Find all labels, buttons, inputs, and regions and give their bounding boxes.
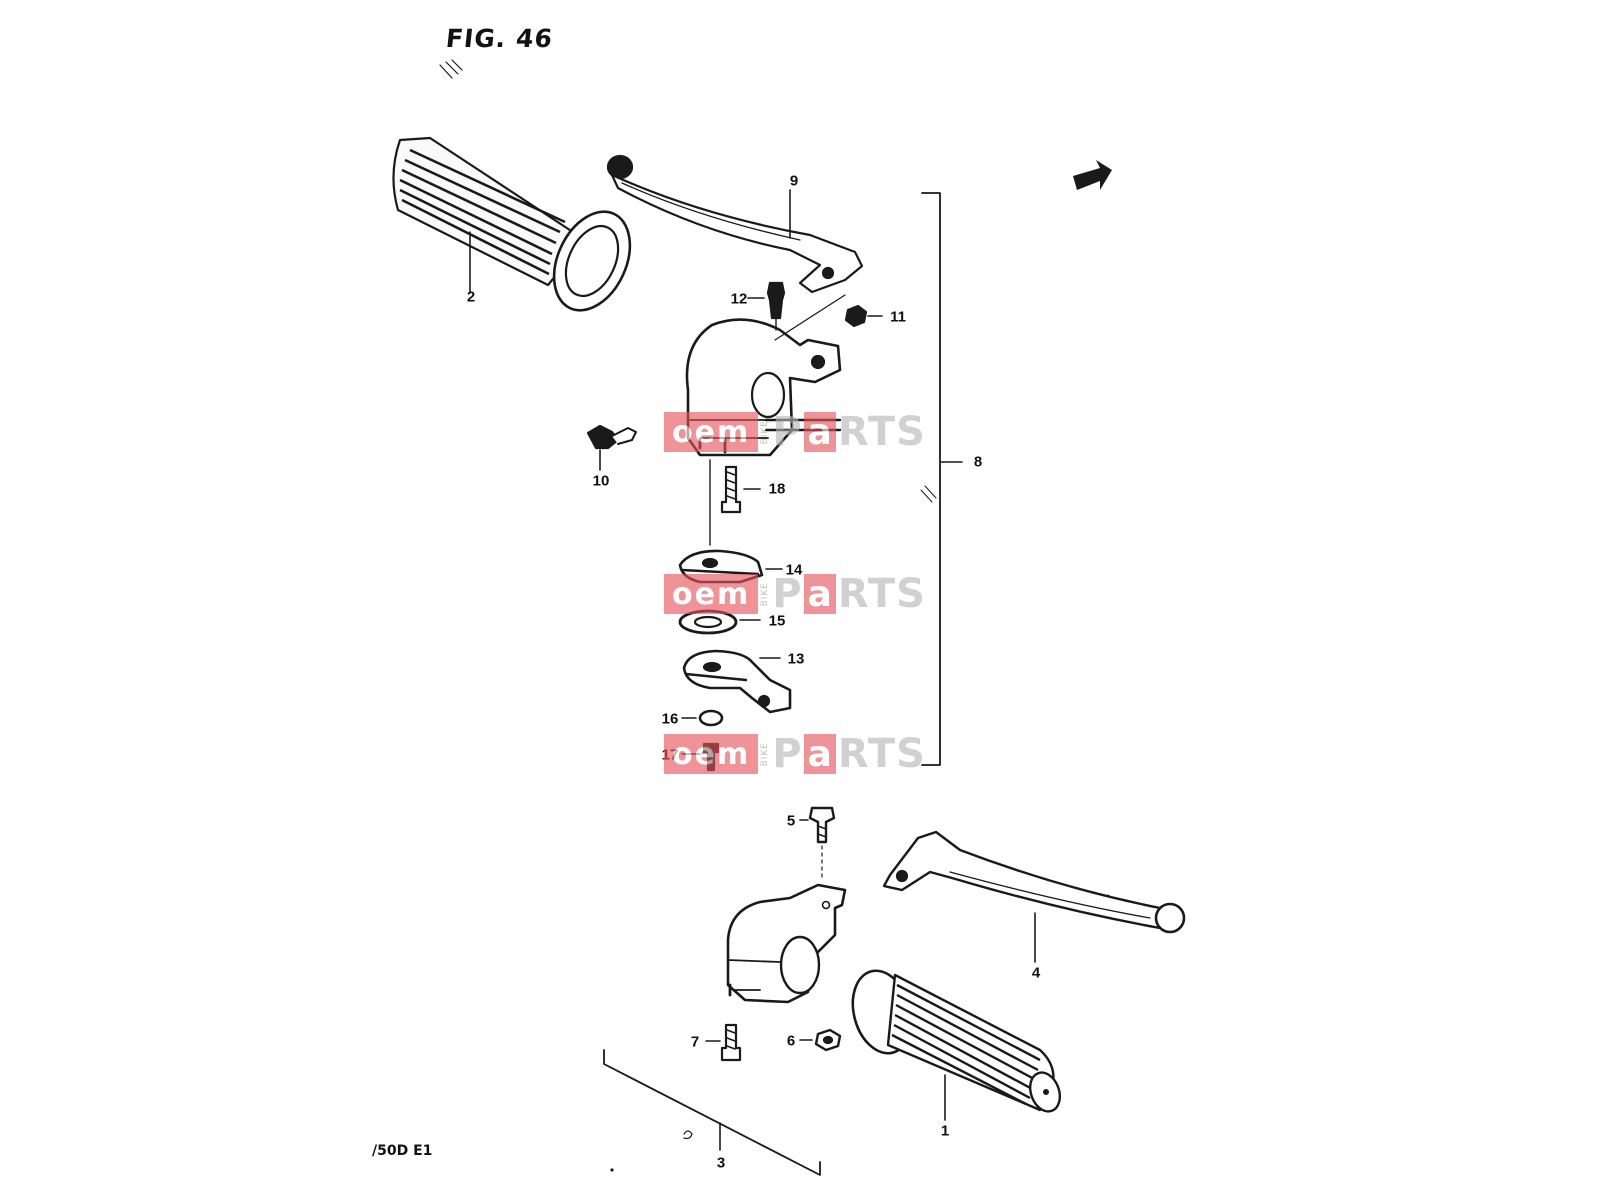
lever-pivot-bolt-left [747,281,786,331]
grip-right [851,969,1062,1121]
watermark-rts: RTS [837,731,926,777]
lever-pivot-bolt-right [799,806,836,881]
cable-adjuster [586,424,637,471]
assembly-bracket-left [920,192,963,766]
right-lever-holder-body [726,883,847,1004]
watermark-p: P [772,731,802,777]
watermark-p: P [772,409,802,455]
watermark-oem: oem [664,574,759,614]
watermark-a: a [803,734,836,775]
watermark-bike: BIKE [760,741,771,767]
callout-15: 15 [768,612,786,630]
callout-18: 18 [768,480,786,498]
watermark-a: a [803,574,836,615]
callout-4: 4 [1031,964,1041,982]
lower-plate [682,649,792,714]
watermark-a: a [803,412,836,453]
callout-7: 7 [690,1033,700,1051]
arrow-forward-icon [1073,160,1112,190]
watermark-rts: RTS [837,571,926,617]
callout-9: 9 [789,172,799,190]
washer [678,609,761,635]
callout-8: 8 [973,453,983,471]
watermark-p: P [772,571,802,617]
watermark-rts: RTS [837,409,926,455]
callout-1: 1 [940,1122,950,1140]
assembly-bracket-right [603,1049,821,1176]
nut-right [799,1028,842,1052]
callout-11: 11 [890,308,906,326]
callout-13: 13 [787,650,805,668]
callout-6: 6 [786,1032,796,1050]
watermark-bike: BIKE [760,419,771,445]
callout-12: 12 [730,290,748,308]
callout-2: 2 [466,288,476,306]
nut-left [844,304,883,328]
watermark-oem: oem [664,412,759,452]
front-brake-lever [882,830,1186,963]
callout-3: 3 [716,1154,726,1172]
callout-16: 16 [661,710,679,728]
callout-10: 10 [592,472,610,490]
watermark-1: oem BIKE P a RTS [664,409,926,455]
model-code: /50D E1 [372,1143,433,1159]
holder-screw-right [705,1023,742,1062]
watermark-2: oem BIKE P a RTS [664,571,926,617]
callout-5: 5 [786,812,796,830]
scribble-marks [610,894,1110,1172]
callout-14: 14 [785,561,803,579]
watermark-3: oem BIKE P a RTS [664,731,926,777]
clutch-lever [606,154,864,294]
grip-left [392,136,632,312]
watermark-bike: BIKE [760,581,771,607]
small-washer [681,709,724,727]
watermark-oem: oem [664,734,759,774]
scratch-marks [439,59,463,79]
holder-screw-left [720,465,761,514]
